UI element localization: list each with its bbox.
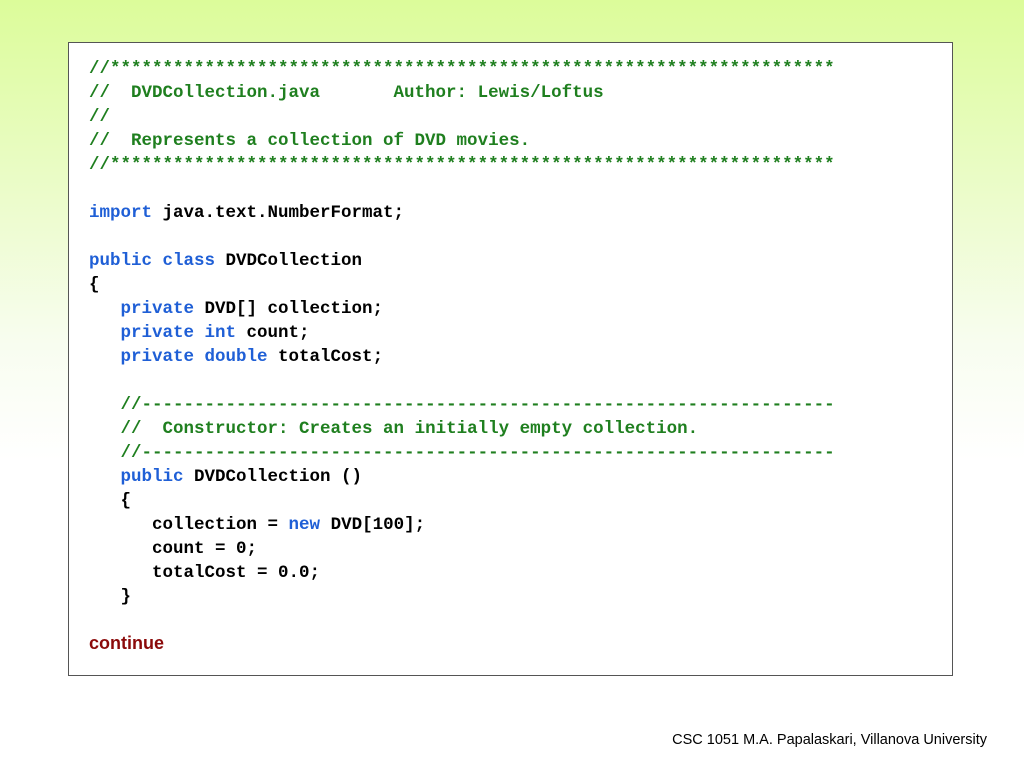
code-line: private double totalCost; bbox=[89, 345, 835, 369]
code-keyword: public bbox=[120, 467, 184, 487]
code-line: private DVD[] collection; bbox=[89, 297, 835, 321]
code-text: DVDCollection () bbox=[183, 467, 363, 487]
code-comment: // Represents a collection of DVD movies… bbox=[89, 131, 531, 151]
continue-label: continue bbox=[89, 633, 164, 653]
code-text: { bbox=[89, 275, 100, 295]
code-line bbox=[89, 369, 835, 393]
code-line: //**************************************… bbox=[89, 153, 835, 177]
code-comment: // Constructor: Creates an initially emp… bbox=[120, 419, 699, 439]
code-line: totalCost = 0.0; bbox=[89, 561, 835, 585]
code-text: { bbox=[89, 491, 132, 511]
code-line: // Represents a collection of DVD movies… bbox=[89, 129, 835, 153]
code-text: DVDCollection bbox=[215, 251, 363, 271]
code-line: //**************************************… bbox=[89, 57, 835, 81]
code-line: // DVDCollection.java Author: Lewis/Loft… bbox=[89, 81, 835, 105]
code-line: collection = new DVD[100]; bbox=[89, 513, 835, 537]
code-text: totalCost = 0.0; bbox=[89, 563, 321, 583]
code-line: public DVDCollection () bbox=[89, 465, 835, 489]
code-text: count; bbox=[236, 323, 310, 343]
code-keyword: private int bbox=[120, 323, 237, 343]
code-keyword: private bbox=[120, 299, 195, 319]
code-text bbox=[89, 299, 121, 319]
code-text bbox=[89, 419, 121, 439]
code-line: public class DVDCollection bbox=[89, 249, 835, 273]
code-comment: // DVDCollection.java Author: Lewis/Loft… bbox=[89, 83, 604, 103]
code-text bbox=[89, 467, 121, 487]
code-text: totalCost; bbox=[267, 347, 384, 367]
code-text: collection = bbox=[89, 515, 289, 535]
code-line: import java.text.NumberFormat; bbox=[89, 201, 835, 225]
code-text bbox=[89, 443, 121, 463]
code-line bbox=[89, 177, 835, 201]
code-comment: //**************************************… bbox=[89, 155, 835, 175]
code-text bbox=[89, 323, 121, 343]
code-line: { bbox=[89, 489, 835, 513]
code-comment: //**************************************… bbox=[89, 59, 835, 79]
slide-footer: CSC 1051 M.A. Papalaskari, Villanova Uni… bbox=[672, 732, 987, 748]
code-line: private int count; bbox=[89, 321, 835, 345]
code-line: //--------------------------------------… bbox=[89, 393, 835, 417]
code-text: } bbox=[89, 587, 132, 607]
code-line: } bbox=[89, 585, 835, 609]
code-line: // Constructor: Creates an initially emp… bbox=[89, 417, 835, 441]
code-text: count = 0; bbox=[89, 539, 258, 559]
code-comment: //--------------------------------------… bbox=[120, 395, 835, 415]
code-text: DVD[100]; bbox=[320, 515, 426, 535]
java-source-code: //**************************************… bbox=[89, 57, 835, 609]
code-text bbox=[89, 347, 121, 367]
code-keyword: import bbox=[89, 203, 153, 223]
code-line: { bbox=[89, 273, 835, 297]
code-text bbox=[89, 395, 121, 415]
code-line: // bbox=[89, 105, 835, 129]
code-comment: // bbox=[89, 107, 111, 127]
code-text: DVD[] collection; bbox=[194, 299, 384, 319]
code-listing-box: //**************************************… bbox=[68, 42, 953, 676]
code-line: count = 0; bbox=[89, 537, 835, 561]
code-keyword: public class bbox=[89, 251, 216, 271]
code-keyword: new bbox=[288, 515, 321, 535]
code-comment: //--------------------------------------… bbox=[120, 443, 835, 463]
code-text: java.text.NumberFormat; bbox=[152, 203, 405, 223]
code-keyword: private double bbox=[120, 347, 268, 367]
code-line bbox=[89, 225, 835, 249]
code-line: //--------------------------------------… bbox=[89, 441, 835, 465]
